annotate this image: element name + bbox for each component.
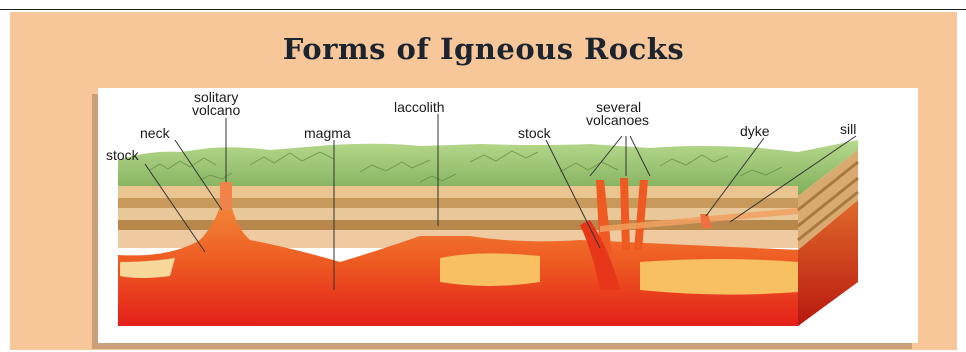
- several-volcano-pipes: [596, 178, 648, 255]
- label-stock-left: stock: [106, 147, 140, 163]
- label-solitary-line2: volcano: [192, 102, 240, 118]
- label-laccolith: laccolith: [394, 99, 445, 115]
- label-dyke: dyke: [740, 123, 770, 139]
- label-sill: sill: [840, 121, 856, 137]
- right-pocket: [640, 259, 798, 295]
- label-magma: magma: [304, 125, 351, 141]
- label-several-line2: volcanoes: [586, 112, 649, 128]
- solitary-volcano-pipe: [220, 182, 232, 210]
- laccolith-pocket: [440, 253, 540, 286]
- label-stock-right: stock: [518, 125, 552, 141]
- label-neck: neck: [140, 125, 171, 141]
